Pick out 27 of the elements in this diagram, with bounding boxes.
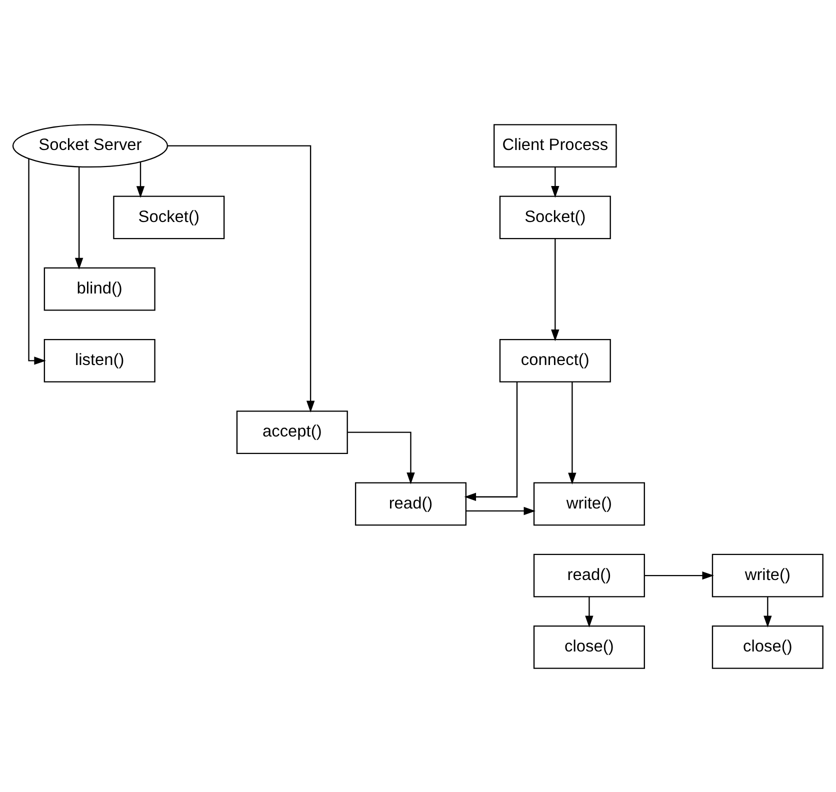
arrow xyxy=(136,162,145,198)
node-box: accept() xyxy=(236,410,348,454)
node-ellipse: Socket Server xyxy=(12,124,168,168)
arrow xyxy=(28,158,46,364)
node-box: close() xyxy=(533,624,645,668)
arrow xyxy=(551,238,560,341)
node-box: blind() xyxy=(44,266,156,310)
arrow xyxy=(551,166,560,198)
arrow xyxy=(74,166,84,270)
node-box: write() xyxy=(533,482,645,526)
arrow xyxy=(644,570,714,580)
node-box: read() xyxy=(533,553,645,597)
arrow xyxy=(464,381,518,500)
arrow xyxy=(168,144,315,412)
node-box: listen() xyxy=(44,338,156,382)
arrow xyxy=(585,596,594,627)
node-box: connect() xyxy=(499,338,611,382)
arrow xyxy=(764,596,772,627)
node-box: Client Process xyxy=(494,124,617,168)
node-box: write() xyxy=(712,553,824,597)
node-box: Socket() xyxy=(499,195,611,239)
node-box: close() xyxy=(712,624,824,668)
node-box: Socket() xyxy=(113,195,225,239)
arrow xyxy=(466,506,536,515)
arrow xyxy=(568,381,576,484)
arrow xyxy=(348,431,415,484)
node-box: read() xyxy=(354,482,467,526)
